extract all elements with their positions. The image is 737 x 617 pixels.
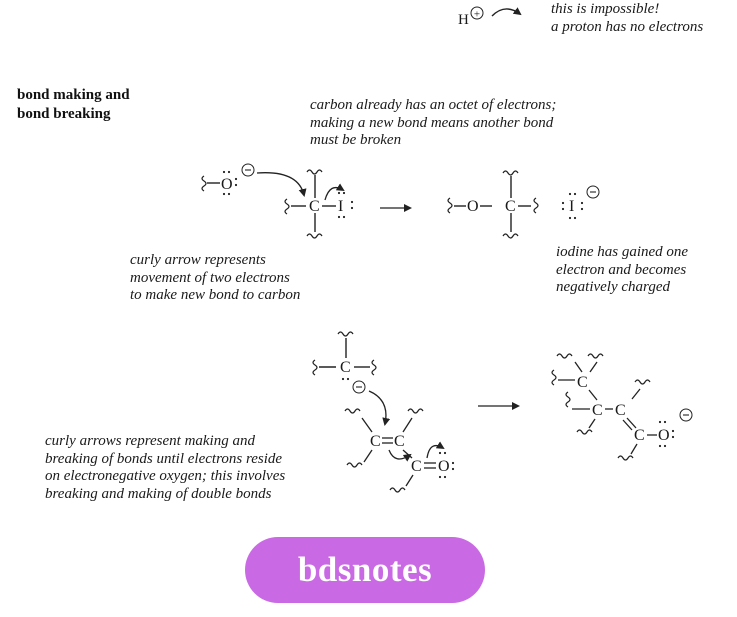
heading-line: bond breaking [17,106,111,122]
alkene-carbon-atom: C [394,433,405,450]
curly-arrow-icon [426,441,445,459]
minus-charge-icon [679,408,693,422]
octet-note-line: must be broken [310,132,402,148]
caption-line: to make new bond to carbon [130,287,301,303]
curly-arrow-caption: curly arrow represents movement of two e… [130,252,300,305]
minus-charge-icon [586,185,600,199]
curly-arrow-icon [256,172,307,197]
reaction2-products: C C C C O [551,353,693,461]
carbonyl-carbon-atom: C [411,458,422,475]
caption-line: negatively charged [556,279,670,295]
heading-line: bond making and [17,87,130,103]
caption-line: breaking of bonds until electrons reside [45,450,283,467]
carbon-atom: C [309,198,320,215]
carbon-atom: C [505,198,516,215]
carbon-atom: C [577,374,588,391]
carbanion-atom: C [340,359,351,376]
minus-charge-icon [241,163,255,177]
badge-label: bdsnotes [297,550,433,589]
reaction1-reactants: O C I [201,163,354,239]
curly-arrow-icon [491,7,522,17]
proton-symbol: H + [458,6,522,28]
oxygen-atom: O [438,458,450,475]
charge-sign: + [474,9,480,21]
caption-line: on electronegative oxygen; this involves [45,468,286,484]
iodide-atom: I [569,198,574,215]
plus-charge-icon [470,6,484,20]
curly-arrow-icon [324,183,345,201]
reaction1-products: O C I [447,170,600,239]
iodine-caption: iodine has gained one electron and becom… [556,244,688,297]
bdsnotes-badge[interactable]: bdsnotes [245,537,485,603]
carbon-atom: C [634,427,645,444]
carbon-atom: C [615,402,626,419]
caption-line: curly arrow represents [130,252,266,268]
octet-note: carbon already has an octet of electrons… [310,97,556,150]
minus-charge-icon [352,380,366,394]
reaction2-reactants: C C C C O [312,331,455,493]
curly-arrow-icon [368,390,391,426]
proton-note: this is impossible! a proton has no elec… [551,1,703,36]
alkene-carbon-atom: C [370,433,381,450]
oxygen-atom: O [221,176,233,193]
proton-note-line: this is impossible! [551,1,660,17]
caption-line: breaking and making of double bonds [45,485,272,502]
double-bond-caption: curly arrows represent making and breaki… [45,433,285,503]
proton-note-line: a proton has no electrons [551,18,704,35]
carbon-atom: C [592,402,603,419]
oxygen-atom: O [658,427,670,444]
curly-arrow-icon [388,449,412,462]
caption-line: movement of two electrons [130,269,290,286]
caption-line: iodine has gained one [556,244,689,260]
hydrogen-label: H [458,12,469,28]
octet-note-line: carbon already has an octet of electrons… [310,97,557,113]
oxygen-atom: O [467,198,479,215]
octet-note-line: making a new bond means another bond [310,114,554,131]
caption-line: electron and becomes [556,261,687,278]
iodine-atom: I [338,198,343,215]
caption-line: curly arrows represent making and [45,433,255,449]
section-heading: bond making and bond breaking [17,86,130,124]
